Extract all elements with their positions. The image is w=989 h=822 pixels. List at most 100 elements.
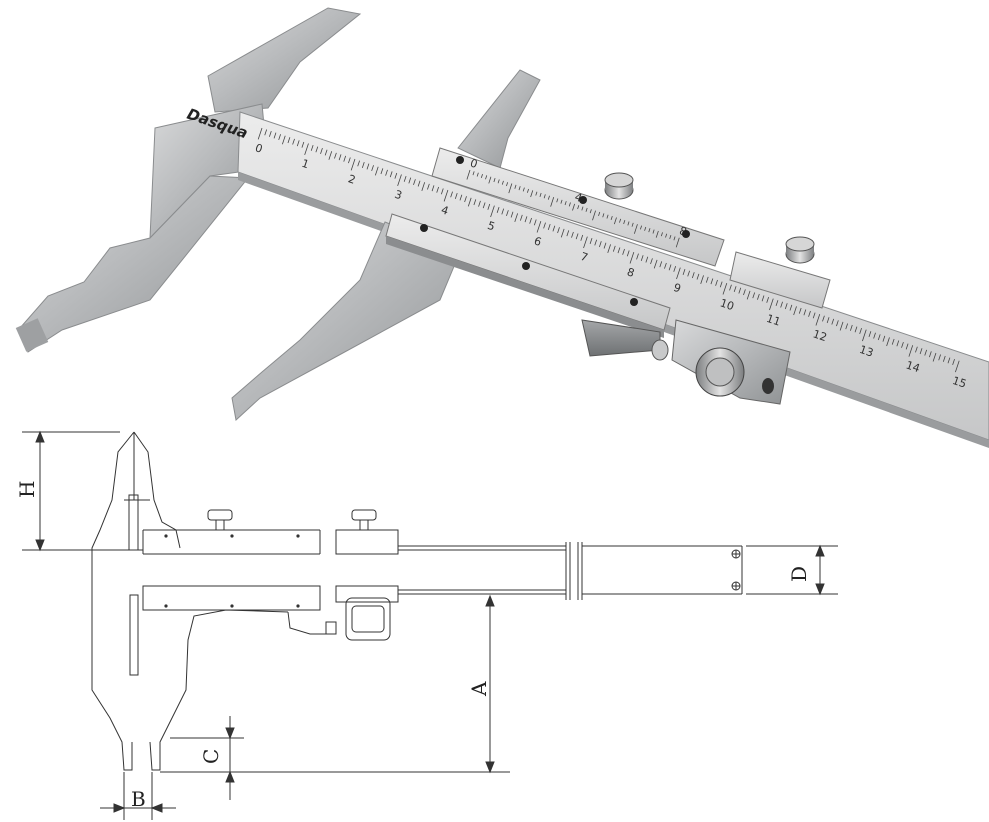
- vernier-tick: [472, 171, 475, 176]
- main-scale-tick: [436, 186, 440, 193]
- vernier-tick: [539, 192, 542, 197]
- fine-adjust-wheel: [695, 347, 745, 397]
- main-scale-tick: [287, 137, 291, 144]
- main-scale-tick: [882, 335, 886, 342]
- main-scale-tick: [315, 146, 319, 153]
- main-scale-tick: [357, 160, 360, 167]
- main-scale-tick: [310, 144, 314, 151]
- main-scale-tick: [361, 162, 365, 168]
- main-scale-tick: [459, 194, 463, 201]
- main-scale-tick: [687, 270, 690, 277]
- main-scale-tick: [784, 303, 788, 310]
- vernier-tick: [550, 196, 555, 207]
- main-scale-tick: [603, 242, 607, 249]
- main-scale-tick: [443, 189, 449, 202]
- fixed-upper-jaw: [207, 7, 362, 113]
- main-scale-tick: [273, 132, 277, 139]
- main-scale-tick: [955, 360, 960, 373]
- vernier-tick: [581, 206, 584, 211]
- main-scale-tick: [952, 359, 955, 365]
- main-scale-tick: [617, 247, 621, 254]
- vernier-tick: [564, 201, 567, 206]
- vernier-tick: [648, 228, 651, 233]
- main-scale-tick: [803, 309, 807, 316]
- vernier-tick: [633, 224, 638, 234]
- vernier-tick: [652, 229, 655, 234]
- main-scale-tick: [673, 265, 677, 272]
- main-scale-tick: [743, 289, 746, 296]
- locking-knob-1: [604, 172, 634, 200]
- main-scale-tick: [896, 340, 900, 347]
- main-scale-tick: [583, 236, 588, 249]
- main-scale-tick: [343, 155, 347, 162]
- main-scale-tick: [296, 140, 300, 147]
- main-scale-tick: [798, 307, 802, 314]
- main-scale-tick: [640, 255, 644, 262]
- moving-upper-jaw: [457, 69, 541, 169]
- main-scale-tick: [552, 225, 556, 232]
- main-scale-tick: [815, 314, 821, 326]
- main-scale-number: 14: [904, 358, 921, 375]
- main-scale-tick: [394, 172, 398, 179]
- main-scale-tick: [487, 203, 491, 210]
- main-scale-tick: [473, 199, 477, 206]
- main-scale-tick: [859, 328, 862, 334]
- main-scale-tick: [845, 323, 849, 330]
- main-scale-tick: [722, 283, 728, 295]
- main-scale-tick: [891, 338, 895, 345]
- vernier-tick: [665, 233, 668, 238]
- main-scale-tick: [775, 300, 779, 307]
- main-scale-tick: [427, 183, 430, 190]
- main-scale-tick: [571, 231, 574, 238]
- main-scale-number: 13: [858, 343, 875, 360]
- main-scale-tick: [696, 273, 700, 280]
- main-scale-number: 7: [579, 250, 590, 265]
- vernier-tick: [480, 173, 483, 178]
- vernier-tick: [610, 215, 613, 221]
- main-scale-tick: [793, 306, 797, 316]
- main-scale-tick: [901, 341, 904, 348]
- vernier-tick: [522, 187, 525, 192]
- main-scale-number: 2: [346, 172, 357, 187]
- main-scale-tick: [566, 230, 570, 237]
- main-scale-tick: [389, 171, 393, 178]
- main-scale-tick: [506, 210, 509, 217]
- vernier-tick: [602, 213, 605, 218]
- main-scale-tick: [636, 253, 639, 260]
- main-scale-tick: [403, 175, 407, 182]
- main-scale-tick: [292, 138, 295, 145]
- main-scale-tick: [626, 250, 630, 257]
- main-scale-tick: [380, 168, 384, 175]
- main-scale-tick: [533, 219, 537, 226]
- main-scale-tick: [789, 304, 793, 311]
- drawing-screws: [164, 534, 300, 608]
- main-scale-tick: [350, 158, 356, 171]
- main-scale-tick: [257, 127, 263, 140]
- main-scale-tick: [385, 169, 388, 176]
- dimension-label-b: B: [131, 787, 146, 811]
- main-scale-tick: [752, 292, 756, 299]
- main-scale-tick: [653, 259, 658, 269]
- dimension-label-c: C: [199, 749, 223, 764]
- main-scale-tick: [547, 224, 551, 231]
- main-scale-tick: [831, 318, 835, 325]
- vernier-tick: [627, 221, 630, 226]
- main-scale-tick: [650, 258, 653, 265]
- main-scale-ticks: [257, 127, 960, 373]
- vernier-tick: [526, 188, 529, 193]
- main-scale-tick: [320, 148, 323, 154]
- main-scale-tick: [868, 331, 872, 338]
- main-scale-tick: [282, 135, 286, 145]
- vernier-tick: [589, 209, 592, 214]
- main-scale-tick: [929, 351, 932, 358]
- main-scale-tick: [780, 301, 783, 308]
- main-scale-tick: [622, 248, 625, 255]
- main-scale-number: 9: [672, 281, 683, 296]
- main-scale-tick: [304, 143, 309, 156]
- fine-adjust-block: [729, 251, 831, 309]
- vernier-tick: [530, 190, 534, 198]
- main-scale-tick: [464, 196, 467, 203]
- main-scale-tick: [264, 129, 268, 136]
